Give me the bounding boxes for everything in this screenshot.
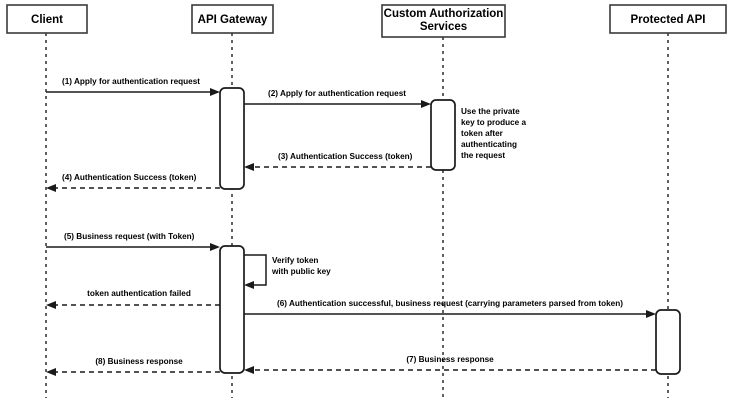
self-message-verify-token[interactable]: Verify token with public key <box>244 254 331 289</box>
message-7-label: (7) Business response <box>406 355 494 364</box>
message-6-label: (6) Authentication successful, business … <box>277 299 623 308</box>
message-1[interactable]: (1) Apply for authentication request <box>46 77 220 96</box>
message-3-arrowhead <box>244 163 254 171</box>
participant-headers: Client API Gateway Custom Authorization … <box>6 4 727 38</box>
activation-gateway-business[interactable] <box>219 245 245 374</box>
message-5-arrowhead <box>210 243 220 251</box>
self-message-verify-token-label-line2: with public key <box>271 267 331 276</box>
message-8[interactable]: (8) Business response <box>46 357 220 376</box>
activation-gateway-auth[interactable] <box>219 87 245 190</box>
note-private-key: Use the private key to produce a token a… <box>461 107 527 160</box>
participant-protected-label: Protected API <box>631 14 706 26</box>
message-3-label: (3) Authentication Success (token) <box>278 152 413 161</box>
message-4-arrowhead <box>46 184 56 192</box>
participant-client[interactable]: Client <box>6 4 88 34</box>
activation-bars <box>219 87 681 375</box>
message-7[interactable]: (7) Business response <box>244 355 656 374</box>
message-2-arrowhead <box>421 100 431 108</box>
participant-gateway-label: API Gateway <box>198 14 268 26</box>
participant-authsvc[interactable]: Custom Authorization Services <box>381 4 506 38</box>
message-1-arrowhead <box>210 88 220 96</box>
message-token-authentication-failed[interactable]: token authentication failed <box>46 289 220 309</box>
message-6-arrowhead <box>646 310 656 318</box>
participant-client-label: Client <box>31 14 63 26</box>
participant-authsvc-box[interactable] <box>381 4 506 38</box>
participant-protected[interactable]: Protected API <box>609 4 727 34</box>
message-8-arrowhead <box>46 368 56 376</box>
message-5[interactable]: (5) Business request (with Token) <box>46 232 220 251</box>
message-2-label: (2) Apply for authentication request <box>268 89 406 98</box>
message-token-authentication-failed-arrowhead <box>46 301 56 309</box>
message-token-authentication-failed-label: token authentication failed <box>87 289 191 298</box>
participant-authsvc-label-line1: Custom Authorization <box>384 8 504 20</box>
message-2[interactable]: (2) Apply for authentication request <box>244 89 431 108</box>
message-3[interactable]: (3) Authentication Success (token) <box>244 152 431 171</box>
message-4[interactable]: (4) Authentication Success (token) <box>46 173 220 192</box>
activation-authsvc-token[interactable] <box>430 99 456 171</box>
participant-authsvc-label-line2: Services <box>420 21 467 33</box>
participant-protected-box[interactable] <box>609 4 727 34</box>
self-message-verify-token-path <box>244 254 267 286</box>
note-private-key-line-4: authenticating <box>461 140 517 149</box>
message-6[interactable]: (6) Authentication successful, business … <box>244 299 656 318</box>
participant-client-box[interactable] <box>6 4 88 34</box>
note-private-key-line-1: Use the private <box>461 107 520 116</box>
self-message-verify-token-arrowhead <box>244 281 254 289</box>
message-7-arrowhead <box>244 366 254 374</box>
message-1-label: (1) Apply for authentication request <box>62 77 200 86</box>
note-private-key-line-2: key to produce a <box>461 118 527 127</box>
message-8-label: (8) Business response <box>95 357 183 366</box>
note-private-key-line-5: the request <box>461 151 505 160</box>
activation-protected-api[interactable] <box>655 309 681 375</box>
participant-gateway-box[interactable] <box>191 4 274 34</box>
message-4-label: (4) Authentication Success (token) <box>62 173 197 182</box>
participant-gateway[interactable]: API Gateway <box>191 4 274 34</box>
self-message-verify-token-label-line1: Verify token <box>272 256 318 265</box>
note-private-key-line-3: token after <box>461 129 504 138</box>
message-5-label: (5) Business request (with Token) <box>64 232 195 241</box>
lifelines-group <box>45 33 669 398</box>
